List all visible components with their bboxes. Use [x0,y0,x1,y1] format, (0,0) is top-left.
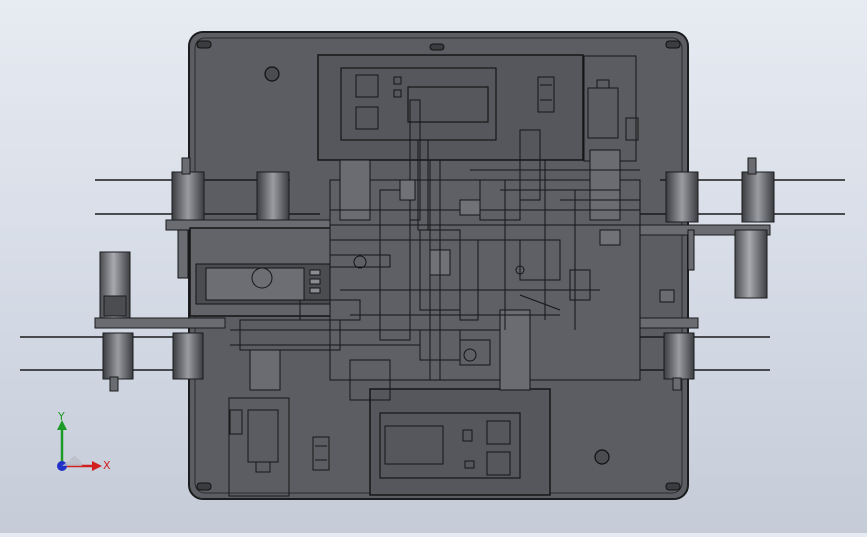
side-brackets [177,229,695,303]
triad-axes [57,420,102,471]
y-axis-label: Y [58,410,65,423]
left-lower-roller-assembly [20,251,226,392]
right-upper-roller-assembly [630,157,845,299]
bottom-control-panel [228,388,551,497]
left-upper-roller-assembly [95,157,337,231]
top-control-panel [317,54,639,162]
coordinate-triad: Y X [44,410,114,480]
central-mechanism [230,99,641,401]
left-display-module [189,227,333,317]
x-axis-label: X [103,459,111,472]
